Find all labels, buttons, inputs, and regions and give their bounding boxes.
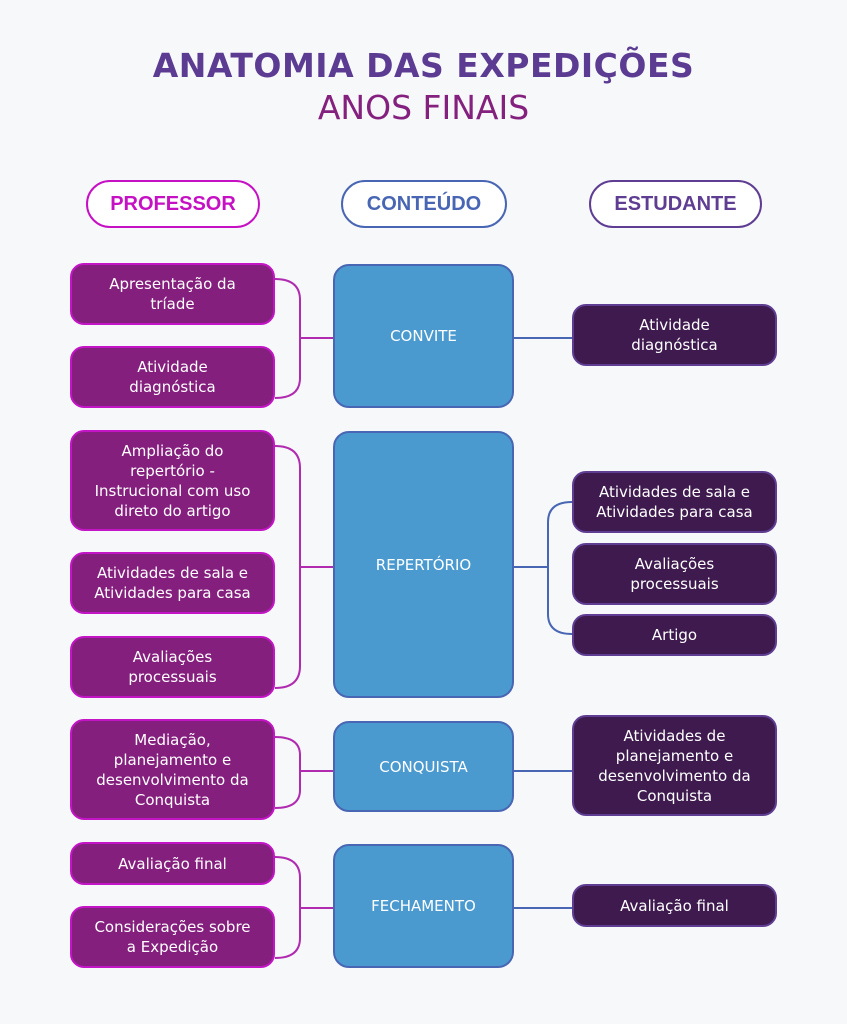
professor-item: Mediação, planejamento e desenvolvimento… xyxy=(70,719,275,820)
diagram-title: ANATOMIA DAS EXPEDIÇÕES xyxy=(152,46,695,85)
estudante-item: Atividades de planejamento e desenvolvim… xyxy=(572,715,777,816)
estudante-item: Avaliações processuais xyxy=(572,543,777,605)
professor-item: Considerações sobre a Expedição xyxy=(70,906,275,968)
column-header-estudante: ESTUDANTE xyxy=(589,180,762,228)
connector-conquista-professor xyxy=(274,736,301,809)
professor-item: Avaliação final xyxy=(70,842,275,885)
column-header-conteudo: CONTEÚDO xyxy=(341,180,507,228)
professor-item: Atividade diagnóstica xyxy=(70,346,275,408)
professor-item: Avaliações processuais xyxy=(70,636,275,698)
stage-fechamento: FECHAMENTO xyxy=(333,844,514,968)
column-header-professor: PROFESSOR xyxy=(86,180,260,228)
professor-item: Apresentação da tríade xyxy=(70,263,275,325)
estudante-item: Avaliação final xyxy=(572,884,777,927)
diagram-subtitle: ANOS FINAIS xyxy=(317,88,530,127)
estudante-item: Atividade diagnóstica xyxy=(572,304,777,366)
estudante-item: Atividades de sala e Atividades para cas… xyxy=(572,471,777,533)
connector-repertorio-estudante xyxy=(547,501,573,635)
stage-repertorio: REPERTÓRIO xyxy=(333,431,514,698)
stage-conquista: CONQUISTA xyxy=(333,721,514,812)
professor-item: Ampliação do repertório - Instrucional c… xyxy=(70,430,275,531)
connector-fechamento-professor xyxy=(274,856,301,959)
connector-convite-professor xyxy=(274,278,301,399)
stage-convite: CONVITE xyxy=(333,264,514,408)
estudante-item: Artigo xyxy=(572,614,777,656)
connector-repertorio-professor xyxy=(274,445,301,689)
professor-item: Atividades de sala e Atividades para cas… xyxy=(70,552,275,614)
